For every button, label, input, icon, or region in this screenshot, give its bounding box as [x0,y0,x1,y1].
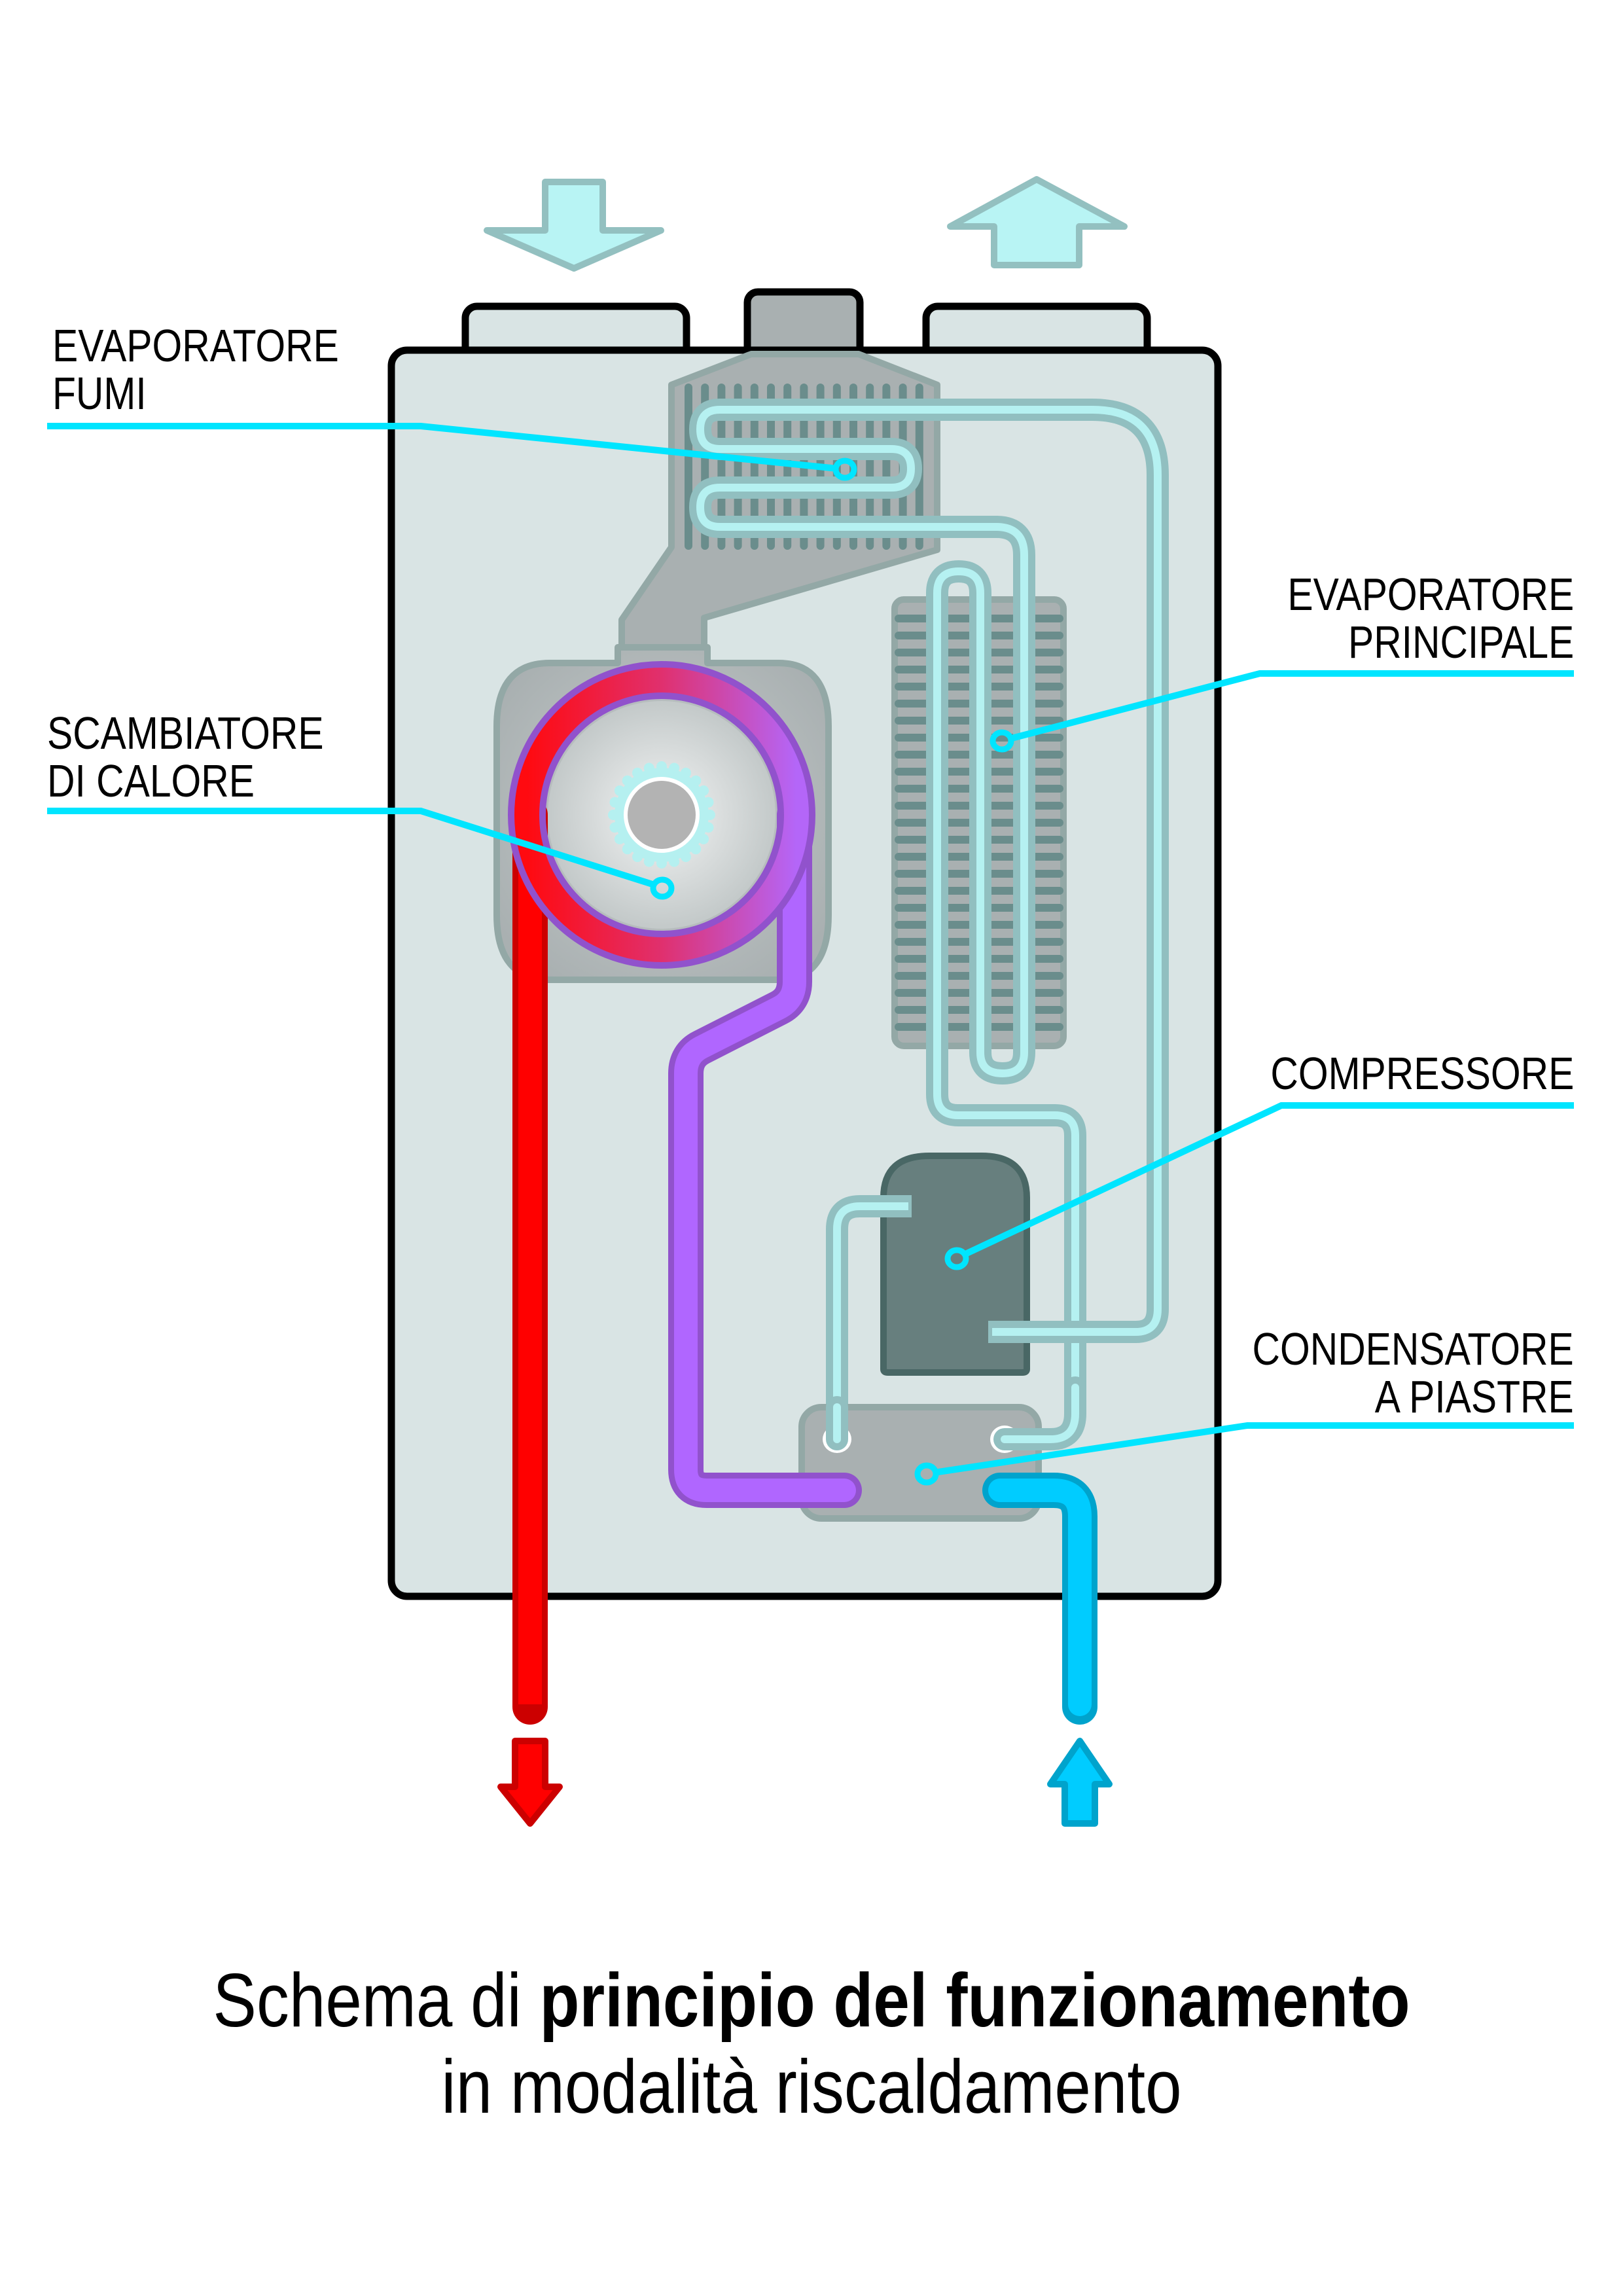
gear-tooth [643,762,654,774]
label-line: PRINCIPALE [1347,617,1574,668]
gear-tooth [669,762,680,774]
gear-tooth [681,852,691,863]
label-line: A PIASTRE [1375,1371,1574,1422]
gear-tooth [656,761,667,772]
marker-scambiatore [650,876,675,900]
gear-tooth [669,856,680,867]
gear-tooth [622,844,633,855]
label-line: SCAMBIATORE [47,708,324,759]
caption-bold: principio del funzionamento [539,1958,1410,2043]
gear-tooth [698,834,709,844]
gear-tooth [705,810,715,820]
gear-tooth [643,856,654,867]
water-circuit [512,797,1097,1725]
gear-tooth [690,775,702,786]
gear-tooth [609,797,620,808]
caption-line-1: Schema di principio del funzionamento [114,1957,1510,2043]
label-compressore: COMPRESSORE [1270,1050,1574,1098]
label-line: COMPRESSORE [1270,1048,1574,1099]
marker-compressore [944,1247,969,1270]
caption-line-2: in modalità riscaldamento [441,2044,1182,2129]
diagram-caption: Schema di principio del funzionamento in… [0,1957,1623,2130]
label-line: CONDENSATORE [1252,1323,1574,1374]
refrigerant-circuit [689,399,1169,1394]
exhaust-arrow [947,176,1128,268]
label-line: EVAPORATORE [1287,569,1574,620]
marker-evaporatore-principale [990,729,1014,753]
gear-tooth [703,797,714,808]
gear-tooth [632,852,643,863]
gear-tooth [632,767,643,778]
leader-compressore [962,1102,1574,1258]
gear-tooth [681,767,691,778]
label-evaporatore-fumi: EVAPORATORE FUMI [52,322,339,418]
marker-evaporatore-fumi [832,457,857,481]
leader-evaporatore-fumi [47,423,838,472]
gear-tooth [690,844,702,855]
gear-tooth [608,810,618,820]
hot-water-out-arrow [497,1738,563,1827]
label-line: EVAPORATORE [52,320,339,371]
gear-tooth [656,858,667,869]
burner-icon [608,761,715,869]
marker-condensatore [914,1462,939,1486]
leader-evaporatore-principale [1008,670,1574,742]
label-condensatore-a-piastre: CONDENSATORE A PIASTRE [1253,1325,1574,1421]
gear-tooth [622,775,633,786]
compressor-pipes [826,982,1169,1439]
leader-lines [47,423,1574,1486]
gear-tooth [698,785,709,796]
cold-water-in-arrow [1047,1738,1113,1827]
leader-condensatore [933,1422,1574,1476]
gear-tooth [614,785,625,796]
label-line: FUMI [52,368,147,419]
gear-tooth [703,822,714,833]
heat-exchanger [508,661,815,969]
gear-tooth [609,822,620,833]
label-scambiatore-di-calore: SCAMBIATORE DI CALORE [47,709,324,805]
gear-tooth [614,834,625,844]
label-line: DI CALORE [47,755,255,806]
label-evaporatore-principale: EVAPORATORE PRINCIPALE [1287,571,1574,666]
leader-scambiatore [47,808,656,888]
air-intake-arrow [484,179,664,272]
caption-regular: Schema di [213,1958,540,2043]
refrigerant-pipe-core [696,406,1162,1394]
